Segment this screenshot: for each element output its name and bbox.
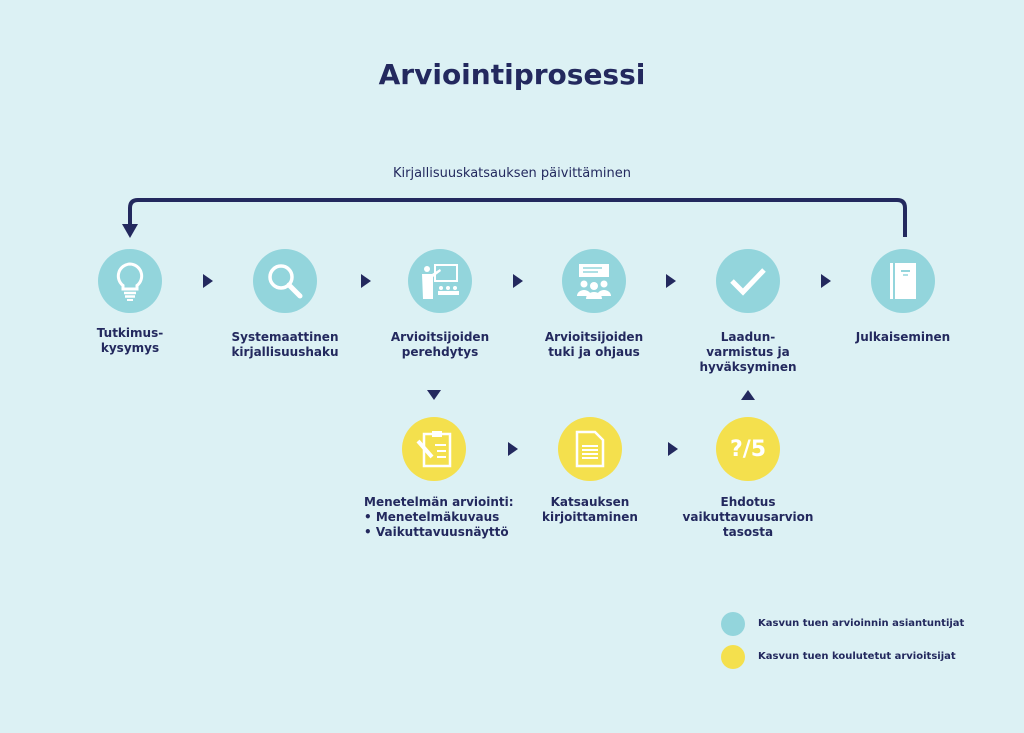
lightbulb-icon <box>98 249 162 313</box>
arrow-right-icon <box>821 274 831 288</box>
label-line: Katsauksen <box>550 495 630 509</box>
score-icon-text: ?/5 <box>729 436 767 462</box>
label-line: Julkaiseminen <box>855 330 951 344</box>
document-icon <box>558 417 622 481</box>
arrow-right-icon <box>361 274 371 288</box>
arrow-up-icon <box>741 390 755 400</box>
label-line: perehdytys <box>401 345 479 359</box>
legend-dot-yellow <box>721 645 745 669</box>
legend-label-assessors: Kasvun tuen koulutetut arvioitsijat <box>758 651 956 662</box>
label-line: Systemaattinen <box>231 330 339 344</box>
step-label-method-assessment: Menetelmän arviointi:• Menetelmäkuvaus• … <box>364 495 524 540</box>
label-line: kirjoittaminen <box>542 510 638 524</box>
arrow-down-icon <box>427 390 441 400</box>
label-line: varmistus ja <box>706 345 790 359</box>
label-line: kirjallisuushaku <box>231 345 339 359</box>
arrow-right-icon <box>668 442 678 456</box>
loop-label: Kirjallisuuskatsauksen päivittäminen <box>393 166 631 181</box>
label-line: Ehdotus <box>720 495 776 509</box>
label-line: • Menetelmäkuvaus <box>364 510 500 524</box>
checkmark-icon <box>716 249 780 313</box>
step-label-publishing: Julkaiseminen <box>828 330 978 345</box>
label-line: Arvioitsijoiden <box>544 330 644 344</box>
label-line: Laadun- <box>720 330 776 344</box>
score-icon: ?/5 <box>716 417 780 481</box>
magnifier-icon <box>253 249 317 313</box>
arrow-right-icon <box>203 274 213 288</box>
book-icon <box>871 249 935 313</box>
legend-label-experts: Kasvun tuen arvioinnin asiantuntijat <box>758 618 965 629</box>
arrow-right-icon <box>508 442 518 456</box>
label-line: Arvioitsijoiden <box>390 330 490 344</box>
teacher-icon <box>408 249 472 313</box>
label-line: kysymys <box>100 341 160 355</box>
clipboard-icon <box>402 417 466 481</box>
label-line: • Vaikuttavuusnäyttö <box>364 525 509 539</box>
page-title: Arviointiprosessi <box>378 58 646 91</box>
label-line: Menetelmän arviointi: <box>364 495 514 509</box>
label-line: hyväksyminen <box>699 360 797 374</box>
arrow-right-icon <box>666 274 676 288</box>
group-discussion-icon <box>562 249 626 313</box>
label-line: tasosta <box>722 525 774 539</box>
label-line: Tutkimus- <box>96 326 164 340</box>
arrow-right-icon <box>513 274 523 288</box>
step-label-research-question: Tutkimus-kysymys <box>55 326 205 356</box>
label-line: tuki ja ohjaus <box>548 345 640 359</box>
label-line: vaikuttavuusarvion <box>682 510 814 524</box>
legend-dot-teal <box>721 612 745 636</box>
